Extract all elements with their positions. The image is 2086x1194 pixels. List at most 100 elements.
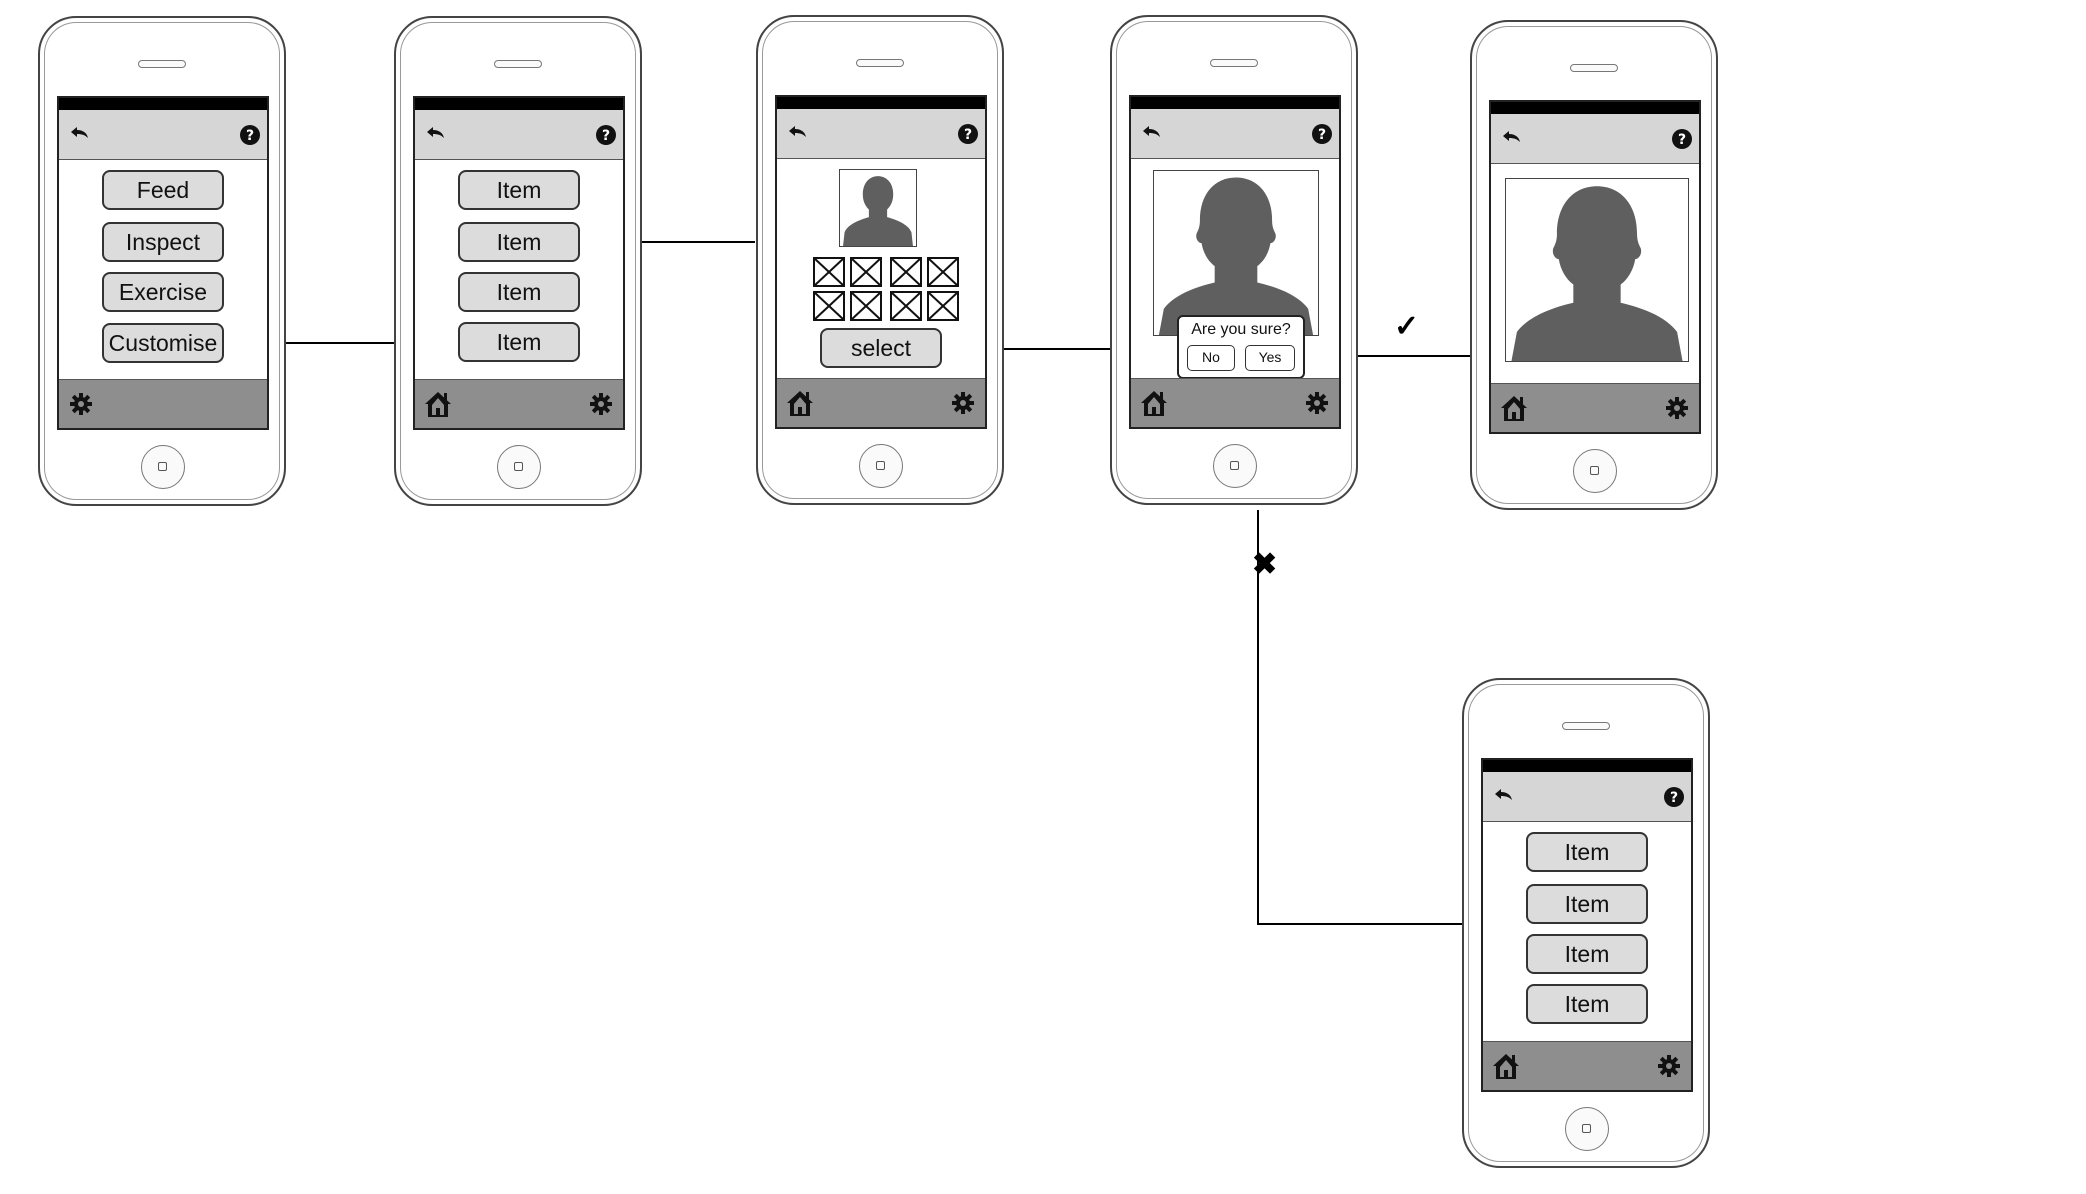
phone-speaker — [494, 60, 542, 68]
image-option-grid — [813, 257, 959, 321]
phone-item-list: ? Item Item Item Item — [394, 16, 642, 506]
connector-no-to-items — [1257, 510, 1470, 925]
image-placeholder[interactable] — [850, 257, 882, 287]
phone-home-button[interactable] — [1565, 1107, 1609, 1151]
top-bar: ? — [1131, 109, 1339, 159]
avatar-preview — [1153, 170, 1319, 336]
help-icon[interactable]: ? — [1311, 123, 1333, 145]
phone-home-button[interactable] — [497, 445, 541, 489]
bottom-bar — [777, 378, 985, 427]
home-icon[interactable] — [1499, 393, 1529, 423]
phone-confirm: ? Are you sure? No Yes — [1110, 15, 1358, 505]
item-button-3[interactable]: Item — [1526, 934, 1648, 974]
svg-text:?: ? — [1670, 790, 1678, 806]
phone-picker: ? select — [756, 15, 1004, 505]
screen-item-list-return: ? Item Item Item Item — [1481, 758, 1693, 1092]
phone-speaker — [1570, 64, 1618, 72]
item-button-3[interactable]: Item — [458, 272, 580, 312]
yes-button[interactable]: Yes — [1245, 345, 1295, 371]
inspect-button[interactable]: Inspect — [102, 222, 224, 262]
help-icon[interactable]: ? — [1671, 128, 1693, 150]
home-icon[interactable] — [1139, 388, 1169, 418]
image-placeholder[interactable] — [927, 291, 959, 321]
yes-checkmark: ✓ — [1394, 310, 1420, 343]
status-bar — [1483, 760, 1691, 772]
image-placeholder[interactable] — [813, 291, 845, 321]
phone-home-button[interactable] — [1213, 444, 1257, 488]
home-icon[interactable] — [1491, 1051, 1521, 1081]
feed-button[interactable]: Feed — [102, 170, 224, 210]
image-placeholder[interactable] — [813, 257, 845, 287]
image-placeholder[interactable] — [927, 257, 959, 287]
bottom-bar — [415, 379, 623, 428]
back-arrow-icon[interactable] — [1139, 123, 1163, 143]
bottom-bar — [1131, 378, 1339, 427]
screen-item-list: ? Item Item Item Item — [413, 96, 625, 430]
image-placeholder[interactable] — [890, 257, 922, 287]
svg-text:?: ? — [602, 128, 610, 144]
phone-home-button[interactable] — [859, 444, 903, 488]
item-button-2[interactable]: Item — [458, 222, 580, 262]
exercise-button[interactable]: Exercise — [102, 272, 224, 312]
back-arrow-icon[interactable] — [67, 124, 91, 144]
bottom-bar — [59, 379, 267, 428]
top-bar: ? — [777, 109, 985, 159]
select-button[interactable]: select — [820, 328, 942, 368]
no-button[interactable]: No — [1187, 345, 1235, 371]
phone-item-list-return: ? Item Item Item Item — [1462, 678, 1710, 1168]
item-button-4[interactable]: Item — [458, 322, 580, 362]
person-silhouette-icon — [843, 176, 913, 246]
screen-main-menu: ? Feed Inspect Exercise Customise — [57, 96, 269, 430]
gear-icon[interactable] — [1665, 396, 1689, 420]
top-bar: ? — [1491, 114, 1699, 164]
item-button-4[interactable]: Item — [1526, 984, 1648, 1024]
person-silhouette-icon — [1511, 186, 1683, 361]
screen-result: ? — [1489, 100, 1701, 434]
confirm-question: Are you sure? — [1191, 321, 1291, 338]
status-bar — [777, 97, 985, 109]
screen-confirm: ? Are you sure? No Yes — [1129, 95, 1341, 429]
back-arrow-icon[interactable] — [423, 124, 447, 144]
phone-speaker — [138, 60, 186, 68]
status-bar — [415, 98, 623, 110]
gear-icon[interactable] — [951, 391, 975, 415]
gear-icon[interactable] — [589, 392, 613, 416]
confirm-dialog: Are you sure? No Yes — [1177, 315, 1305, 379]
avatar-selected — [1505, 178, 1689, 362]
phone-speaker — [1210, 59, 1258, 67]
item-button-2[interactable]: Item — [1526, 884, 1648, 924]
phone-home-button[interactable] — [141, 445, 185, 489]
gear-icon[interactable] — [1305, 391, 1329, 415]
gear-icon[interactable] — [69, 392, 93, 416]
back-arrow-icon[interactable] — [785, 123, 809, 143]
gear-icon[interactable] — [1657, 1054, 1681, 1078]
status-bar — [59, 98, 267, 110]
home-icon[interactable] — [785, 388, 815, 418]
person-silhouette-icon — [1158, 177, 1314, 335]
status-bar — [1131, 97, 1339, 109]
avatar-preview — [839, 169, 917, 247]
home-icon[interactable] — [423, 389, 453, 419]
back-arrow-icon[interactable] — [1491, 786, 1515, 806]
image-placeholder[interactable] — [890, 291, 922, 321]
top-bar: ? — [59, 110, 267, 160]
svg-text:?: ? — [964, 127, 972, 143]
back-arrow-icon[interactable] — [1499, 128, 1523, 148]
no-cross-mark: ✖ — [1252, 548, 1278, 581]
help-icon[interactable]: ? — [1663, 786, 1685, 808]
help-icon[interactable]: ? — [239, 124, 261, 146]
help-icon[interactable]: ? — [957, 123, 979, 145]
help-icon[interactable]: ? — [595, 124, 617, 146]
customise-button[interactable]: Customise — [102, 323, 224, 363]
svg-text:?: ? — [1678, 132, 1686, 148]
top-bar: ? — [415, 110, 623, 160]
item-button-1[interactable]: Item — [458, 170, 580, 210]
phone-result: ? — [1470, 20, 1718, 510]
bottom-bar — [1483, 1041, 1691, 1090]
item-button-1[interactable]: Item — [1526, 832, 1648, 872]
image-placeholder[interactable] — [850, 291, 882, 321]
phone-home-button[interactable] — [1573, 449, 1617, 493]
top-bar: ? — [1483, 772, 1691, 822]
